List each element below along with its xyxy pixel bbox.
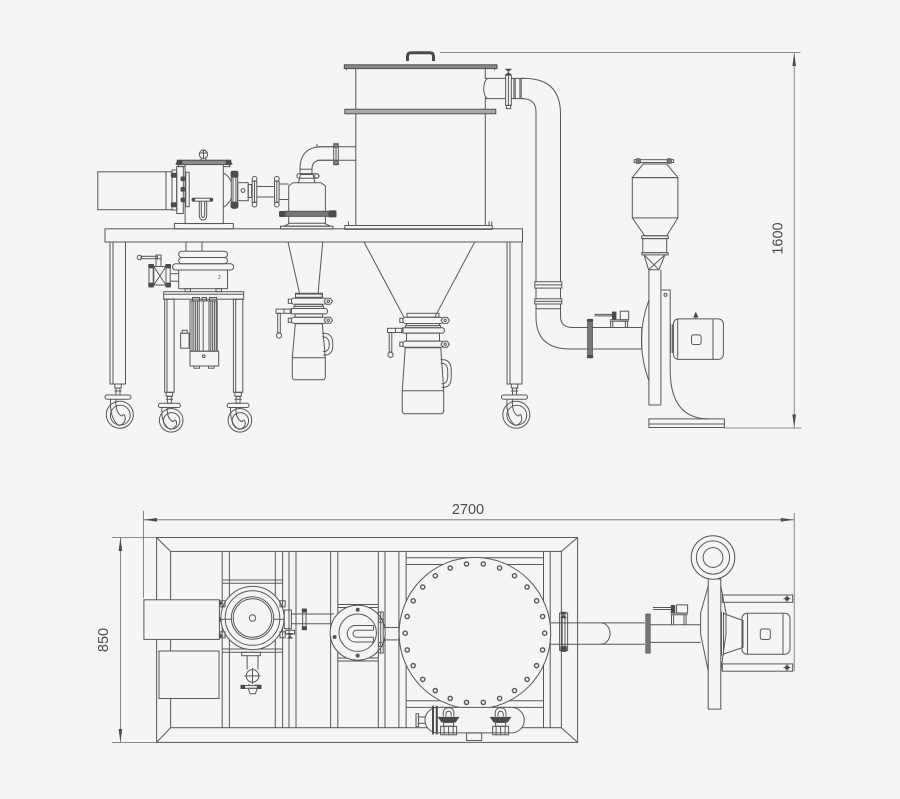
svg-text:1600: 1600 (771, 222, 787, 254)
svg-text:2: 2 (218, 275, 221, 281)
svg-text:850: 850 (96, 628, 112, 652)
svg-text:2700: 2700 (452, 502, 484, 518)
